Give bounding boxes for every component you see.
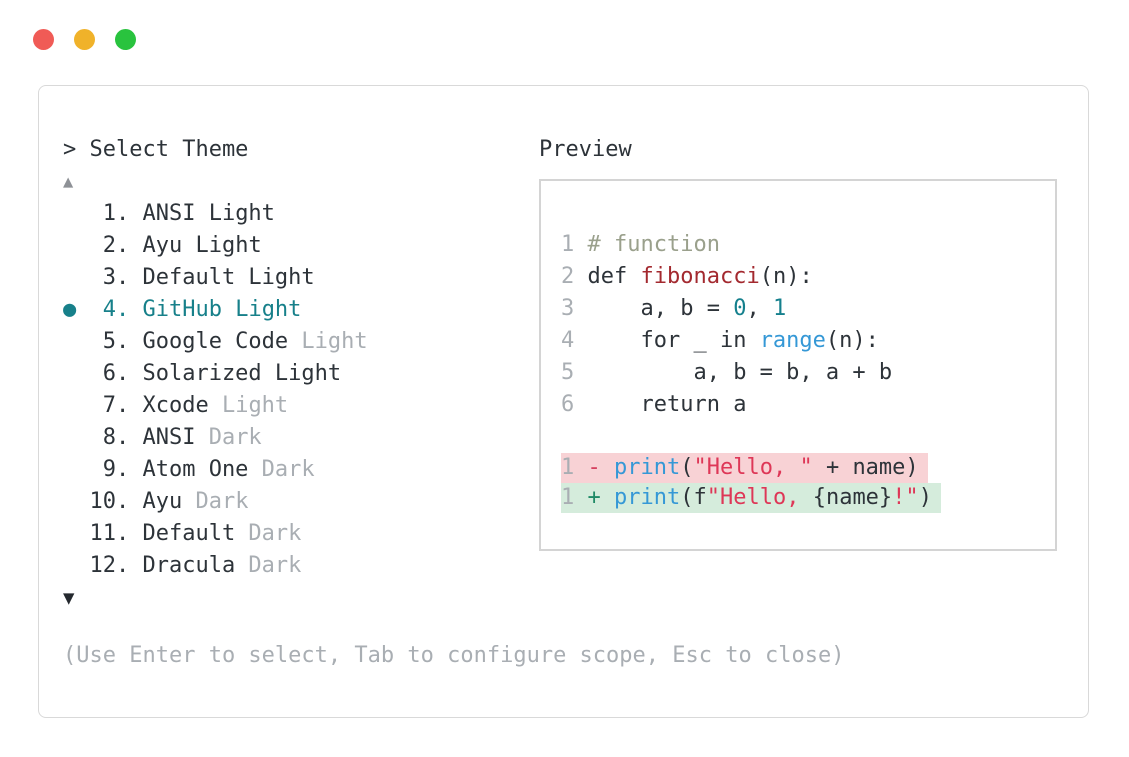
theme-item-variant: Dark xyxy=(248,457,315,482)
usage-hint: (Use Enter to select, Tab to configure s… xyxy=(63,643,845,668)
theme-item[interactable]: 9. Atom One Dark xyxy=(63,454,513,486)
theme-item-selected[interactable]: ● 4. GitHub Light xyxy=(63,294,513,326)
theme-item-variant: Light xyxy=(182,233,262,258)
theme-item[interactable]: 7. Xcode Light xyxy=(63,390,513,422)
line-number: 2 xyxy=(561,264,575,289)
code-line: 5 a, b = b, a + b xyxy=(561,360,893,385)
theme-item-label: 2. Ayu xyxy=(63,233,183,258)
theme-item[interactable]: 11. Default Dark xyxy=(63,518,513,550)
theme-item-variant: Light xyxy=(221,297,302,322)
theme-item-label: 10. Ayu xyxy=(63,489,183,514)
theme-picker-panel: > Select Theme ▲ 1. ANSI Light 2. Ayu Li… xyxy=(38,85,1089,718)
theme-item-label: 5. Google Code xyxy=(63,329,289,354)
window-controls xyxy=(33,29,136,50)
code-line: 6 return a xyxy=(561,392,747,417)
theme-item-label: 6. Solarized xyxy=(63,361,262,386)
code-sample: 1 # function 2 def fibonacci(n): 3 a, b = … xyxy=(561,229,1055,421)
diff-line: 1 + print(f"Hello, {name}!") xyxy=(561,483,1055,513)
theme-item-variant: Dark xyxy=(235,521,302,546)
prompt-header: > Select Theme xyxy=(63,137,249,162)
line-number: 5 xyxy=(561,360,575,385)
diff-removed-line: 1 - print("Hello, " + name) xyxy=(561,453,928,483)
close-button[interactable] xyxy=(33,29,54,50)
line-number: 3 xyxy=(561,296,575,321)
theme-item-label: 11. Default xyxy=(63,521,236,546)
code-line: 4 for _ in range(n): xyxy=(561,328,879,353)
theme-item-variant: Dark xyxy=(235,553,302,578)
theme-item-variant: Light xyxy=(261,361,342,386)
theme-item[interactable]: 1. ANSI Light xyxy=(63,198,513,230)
line-number: 1 xyxy=(561,232,575,257)
theme-item-label: 7. Xcode xyxy=(63,393,209,418)
diff-sample: 1 - print("Hello, " + name)1 + print(f"H… xyxy=(561,453,1055,513)
theme-item-label: 9. Atom One xyxy=(63,457,249,482)
code-line: 2 def fibonacci(n): xyxy=(561,264,813,289)
theme-item[interactable]: 6. Solarized Light xyxy=(63,358,513,390)
line-number: 1 xyxy=(561,485,575,510)
preview-box: 1 # function 2 def fibonacci(n): 3 a, b = … xyxy=(539,179,1057,551)
theme-item-variant: Dark xyxy=(182,489,249,514)
theme-item[interactable]: 5. Google Code Light xyxy=(63,326,513,358)
minimize-button[interactable] xyxy=(74,29,95,50)
theme-item[interactable]: 12. Dracula Dark xyxy=(63,550,513,582)
theme-item-variant: Dark xyxy=(195,425,262,450)
zoom-button[interactable] xyxy=(115,29,136,50)
preview-title: Preview xyxy=(539,137,632,162)
diff-added-line: 1 + print(f"Hello, {name}!") xyxy=(561,483,941,513)
code-line: 3 a, b = 0, 1 xyxy=(561,296,787,321)
line-number: 6 xyxy=(561,392,575,417)
theme-item-variant: Light xyxy=(288,329,368,354)
theme-item-label: 1. ANSI xyxy=(63,201,196,226)
preview-column: Preview 1 # function 2 def fibonacci(n): 3… xyxy=(539,134,1063,551)
theme-item-label: 12. Dracula xyxy=(63,553,236,578)
theme-list: 1. ANSI Light 2. Ayu Light 3. Default Li… xyxy=(63,198,513,582)
line-number: 4 xyxy=(561,328,575,353)
theme-item-variant: Light xyxy=(235,265,315,290)
theme-item-label: ● 4. GitHub xyxy=(63,297,222,322)
code-line: 1 # function xyxy=(561,232,720,257)
line-number: 1 xyxy=(561,455,575,480)
theme-item[interactable]: 10. Ayu Dark xyxy=(63,486,513,518)
theme-item-variant: Light xyxy=(195,201,275,226)
theme-item[interactable]: 3. Default Light xyxy=(63,262,513,294)
theme-picker-column: > Select Theme ▲ 1. ANSI Light 2. Ayu Li… xyxy=(63,134,845,672)
theme-item-label: 8. ANSI xyxy=(63,425,196,450)
theme-item[interactable]: 8. ANSI Dark xyxy=(63,422,513,454)
scroll-up-icon[interactable]: ▲ xyxy=(63,172,74,192)
theme-item-label: 3. Default xyxy=(63,265,236,290)
diff-line: 1 - print("Hello, " + name) xyxy=(561,453,1055,483)
theme-item-variant: Light xyxy=(208,393,289,418)
theme-item[interactable]: 2. Ayu Light xyxy=(63,230,513,262)
scroll-down-icon[interactable]: ▼ xyxy=(63,587,75,609)
